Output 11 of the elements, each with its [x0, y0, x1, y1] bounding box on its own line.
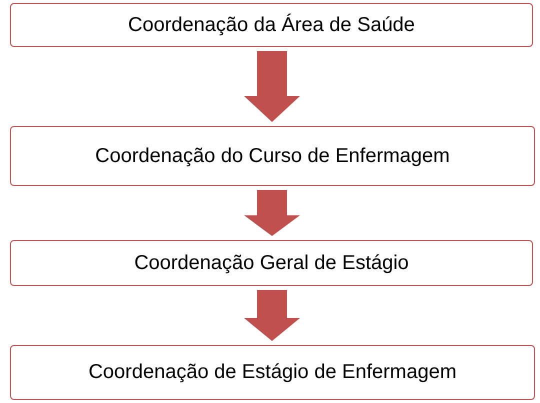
process-box	[10, 126, 535, 186]
block-arrow	[244, 51, 300, 122]
process-box	[10, 240, 533, 286]
process-box	[10, 345, 535, 400]
block-arrow	[244, 190, 300, 236]
box-label: Coordenação Geral de Estágio	[134, 252, 409, 274]
box-label: Coordenação da Área de Saúde	[128, 14, 415, 36]
box-label: Coordenação de Estágio de Enfermagem	[88, 361, 456, 384]
process-box	[10, 3, 533, 47]
box-label: Coordenação do Curso de Enfermagem	[95, 144, 450, 168]
block-arrow	[244, 290, 300, 341]
